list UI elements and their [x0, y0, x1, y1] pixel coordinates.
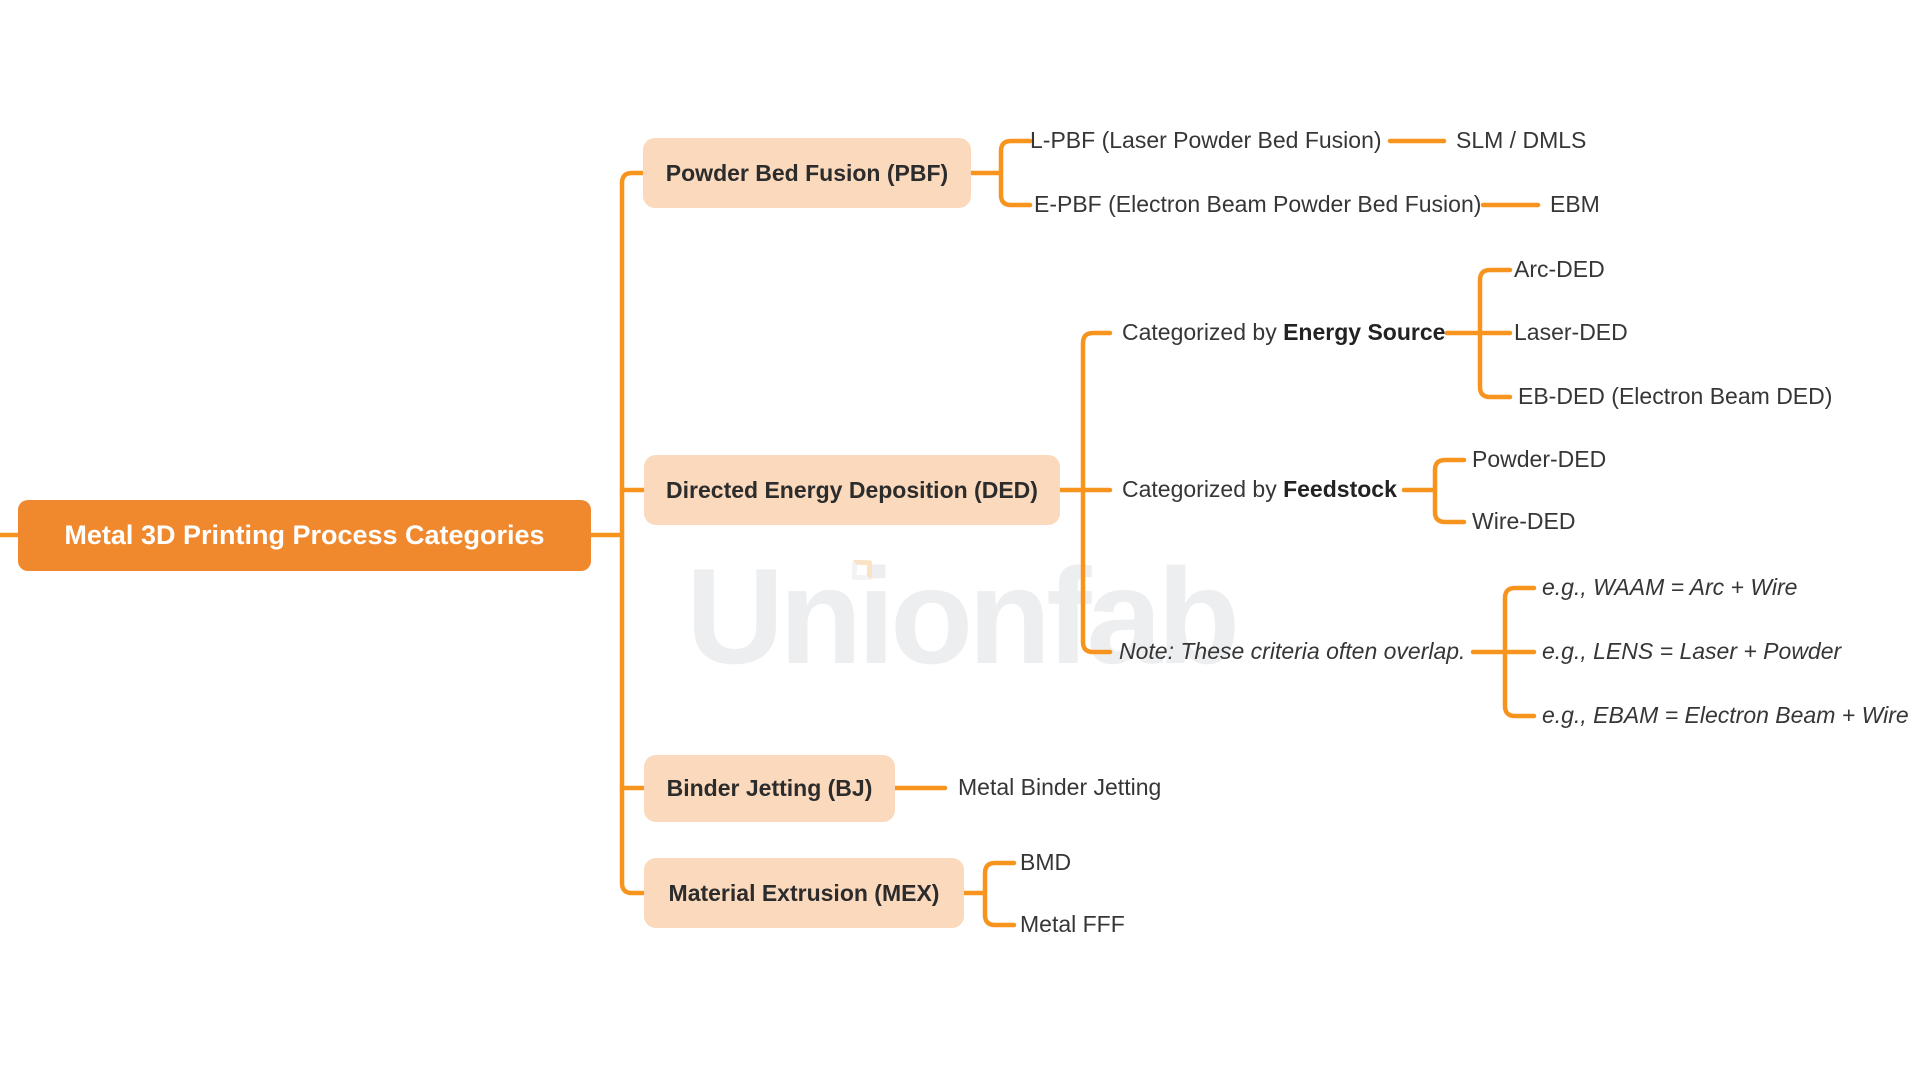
root-node: Metal 3D Printing Process Categories: [18, 500, 591, 571]
leaf-laser-ded: Laser-DED: [1514, 319, 1628, 346]
leaf-metal-binder-jetting: Metal Binder Jetting: [958, 774, 1162, 801]
category-node-ded-label: Directed Energy Deposition (DED): [666, 476, 1038, 503]
branch-label-energy-source-prefix: Categorized by: [1122, 319, 1284, 346]
leaf-bmd: BMD: [1020, 849, 1072, 876]
leaf-powder-ded: Powder-DED: [1472, 446, 1607, 473]
root-node-label: Metal 3D Printing Process Categories: [64, 520, 545, 550]
leaf-ebam: e.g., EBAM = Electron Beam + Wire: [1542, 702, 1909, 729]
leaf-wire-ded: Wire-DED: [1472, 508, 1576, 535]
category-node-mex: Material Extrusion (MEX): [644, 858, 964, 928]
branch-label-feedstock: Categorized by Feedstock: [1122, 476, 1397, 504]
category-node-mex-label: Material Extrusion (MEX): [668, 879, 940, 906]
branch-label-note: Note: These criteria often overlap.: [1119, 638, 1466, 665]
leaf-arc-ded: Arc-DED: [1514, 256, 1605, 283]
category-node-ded: Directed Energy Deposition (DED): [644, 455, 1060, 525]
category-node-bj-label: Binder Jetting (BJ): [666, 775, 873, 801]
branch-label-feedstock-prefix: Categorized by: [1122, 476, 1284, 503]
leaf-metal-fff: Metal FFF: [1020, 911, 1125, 938]
leaf-lens: e.g., LENS = Laser + Powder: [1542, 638, 1842, 665]
category-node-pbf-label: Powder Bed Fusion (PBF): [665, 159, 949, 186]
unionfab-watermark: Unionfab: [686, 540, 1240, 692]
branch-label-feedstock-keyword: Feedstock: [1283, 476, 1397, 503]
leaf-eb-ded: EB-DED (Electron Beam DED): [1518, 383, 1833, 410]
leaf-l-pbf: L-PBF (Laser Powder Bed Fusion): [1030, 127, 1382, 154]
category-node-bj: Binder Jetting (BJ): [644, 755, 895, 822]
leaf-ebm: EBM: [1550, 191, 1600, 218]
category-node-pbf: Powder Bed Fusion (PBF): [643, 138, 971, 208]
leaf-slm-dmls: SLM / DMLS: [1456, 127, 1587, 154]
leaf-e-pbf: E-PBF (Electron Beam Powder Bed Fusion): [1034, 191, 1482, 218]
leaf-waam: e.g., WAAM = Arc + Wire: [1542, 574, 1798, 601]
branch-label-energy-source-keyword: Energy Source: [1283, 319, 1446, 346]
branch-label-energy-source: Categorized by Energy Source: [1122, 319, 1445, 347]
